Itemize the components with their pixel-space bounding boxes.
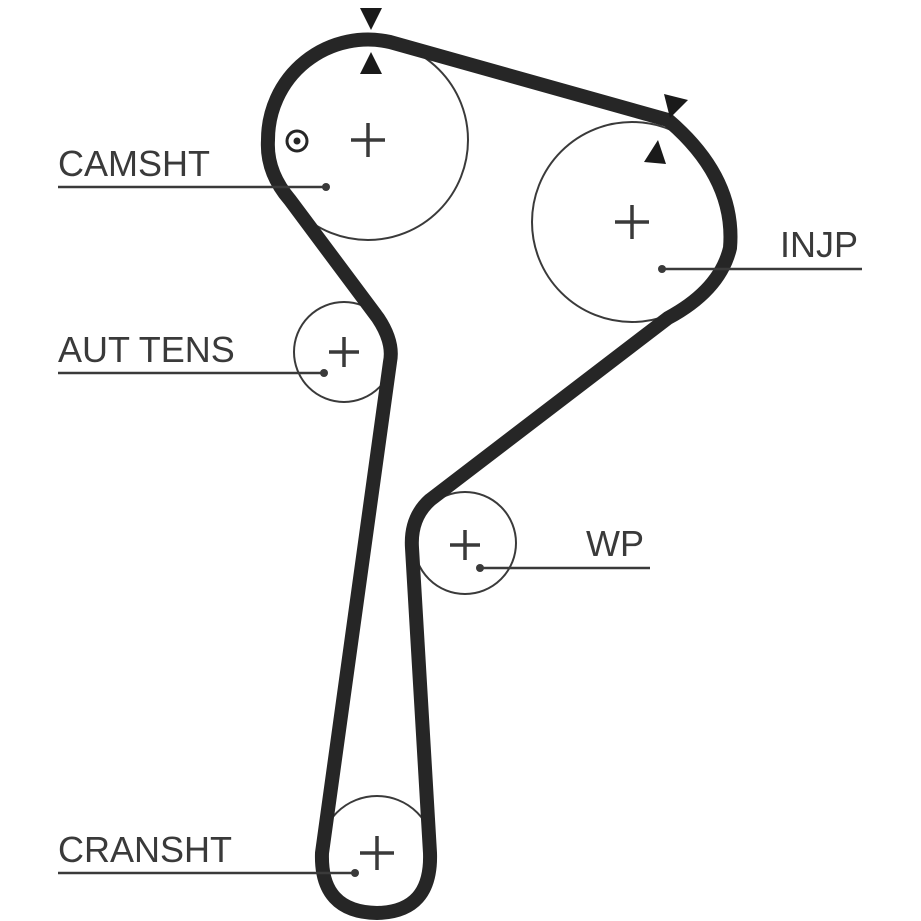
auto-tensioner-leader: [58, 369, 328, 377]
auto-tensioner-center-cross: [329, 337, 359, 367]
water-pump-leader: [476, 564, 650, 572]
camshaft-timing-mark: [360, 8, 382, 74]
auto-tensioner-label: AUT TENS: [58, 329, 235, 370]
camshaft-reference-symbol: [285, 129, 309, 153]
injection-pump-center-cross: [615, 205, 649, 239]
camshaft-label: CAMSHT: [58, 143, 210, 184]
camshaft-leader: [58, 183, 330, 191]
injection-pump-timing-mark: [644, 94, 688, 164]
water-pump-center-cross: [450, 530, 480, 560]
crankshaft-center-cross: [360, 836, 394, 870]
injection-pump-leader: [658, 265, 862, 273]
camshaft-center-cross: [351, 123, 385, 157]
crankshaft-leader: [58, 869, 359, 877]
crankshaft-label: CRANSHT: [58, 829, 232, 870]
timing-belt: [260, 32, 738, 920]
water-pump-label: WP: [586, 523, 644, 564]
injection-pump-label: INJP: [780, 224, 858, 265]
